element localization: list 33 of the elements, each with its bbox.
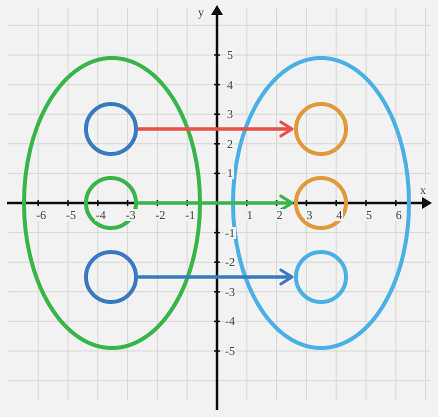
tick-label: -1 <box>224 226 236 239</box>
tick-label: 3 <box>305 209 314 221</box>
tick-label: 1 <box>246 209 254 221</box>
tick-label: -3 <box>224 286 236 298</box>
set-ellipse <box>22 56 202 350</box>
arrow <box>138 120 294 138</box>
tick-label: -6 <box>35 209 48 221</box>
tick-label: 6 <box>394 209 403 221</box>
tick-label: -5 <box>65 209 77 221</box>
tick-label: 2 <box>276 209 284 221</box>
element-circle <box>84 250 138 304</box>
tick-label: -2 <box>224 256 236 268</box>
tick-label: 2 <box>226 138 234 150</box>
element-circle <box>84 102 138 156</box>
tick-label: 5 <box>226 49 234 61</box>
tick-label: 4 <box>226 78 234 91</box>
tick-label: 4 <box>335 209 344 221</box>
axis-label: x <box>419 184 427 196</box>
tick-label: -5 <box>224 345 236 357</box>
tick-label: 5 <box>365 209 373 221</box>
tick-label: -4 <box>94 209 107 221</box>
tick-label: -3 <box>124 209 137 221</box>
tick-label: 3 <box>226 108 234 120</box>
arrow <box>138 194 294 212</box>
element-circle <box>294 250 348 304</box>
tick-label: -2 <box>154 209 166 221</box>
arrow <box>138 268 294 286</box>
tick-label: -4 <box>224 315 236 328</box>
element-circle <box>294 102 348 156</box>
tick-label: -1 <box>184 209 196 221</box>
element-circle <box>84 176 138 230</box>
element-circle <box>294 176 348 230</box>
tick-label: 1 <box>226 167 234 180</box>
